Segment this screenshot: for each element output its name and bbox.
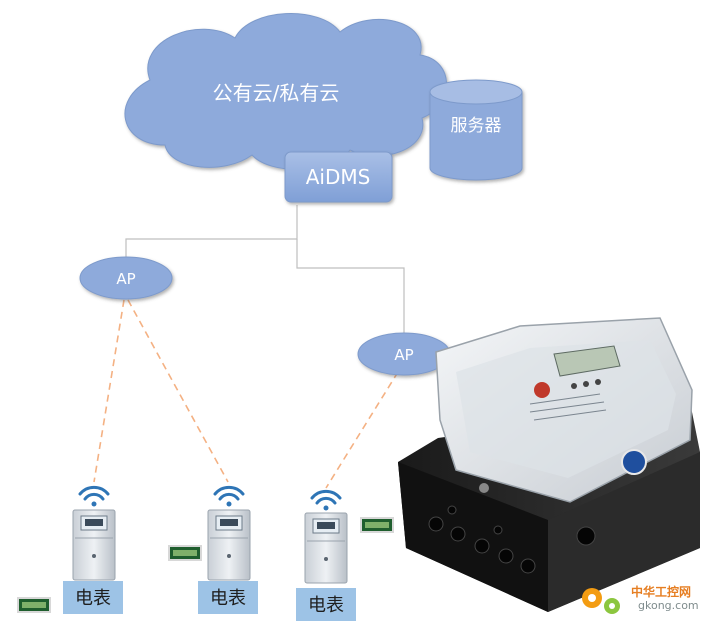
watermark-text-cn: 中华工控网 bbox=[631, 584, 691, 599]
module-chip-icon bbox=[168, 545, 202, 561]
wifi-icon bbox=[213, 485, 245, 507]
meter-2-label: 电表 bbox=[210, 588, 246, 609]
gateway-label: AiDMS bbox=[306, 165, 371, 189]
server-cylinder-body bbox=[429, 91, 523, 181]
cloud-shape bbox=[124, 13, 447, 170]
link-gateway-ap1 bbox=[125, 205, 298, 260]
meter-3-label-bg bbox=[296, 588, 356, 621]
meter-cabinet-icon bbox=[207, 509, 251, 581]
wireless-link-ap1-meter1 bbox=[93, 299, 125, 483]
module-chip-icon bbox=[360, 517, 394, 533]
server-cylinder-top bbox=[429, 79, 523, 105]
wifi-icon bbox=[310, 489, 342, 511]
wireless-link-ap2-meter3 bbox=[325, 371, 399, 489]
server-node: 服务器 bbox=[429, 79, 523, 181]
link-gateway-ap2 bbox=[296, 239, 405, 334]
gateway-box bbox=[284, 151, 393, 203]
watermark-text-url: gkong.com bbox=[638, 599, 699, 612]
meter-3: 电表 bbox=[296, 489, 356, 621]
module-chip-icon bbox=[17, 597, 51, 613]
wired-links bbox=[125, 205, 405, 334]
ap-1-ellipse bbox=[79, 256, 173, 300]
meter-cabinet-icon bbox=[72, 509, 116, 581]
access-point-1: AP bbox=[79, 256, 173, 300]
meter-1: 电表 bbox=[63, 485, 123, 614]
wireless-link-ap1-meter2 bbox=[127, 299, 229, 483]
meter-display bbox=[553, 345, 621, 377]
wireless-links bbox=[93, 299, 399, 489]
gear-icon bbox=[582, 588, 620, 614]
meter-2: 电表 bbox=[198, 485, 258, 614]
cloud-node: 公有云/私有云 bbox=[124, 13, 447, 170]
cloud-label: 公有云/私有云 bbox=[213, 81, 340, 105]
ap-1-label: AP bbox=[116, 270, 135, 288]
meter-1-label: 电表 bbox=[75, 588, 111, 609]
meter-2-label-bg bbox=[198, 581, 258, 614]
gateway-node: AiDMS bbox=[284, 151, 393, 203]
meter-1-label-bg bbox=[63, 581, 123, 614]
wifi-icon bbox=[78, 485, 110, 507]
meter-cabinet-icon bbox=[304, 512, 348, 584]
watermark-logo: 中华工控网 gkong.com bbox=[582, 584, 699, 614]
ap-2-label: AP bbox=[394, 346, 413, 364]
electric-meter-photo bbox=[398, 317, 700, 612]
server-label: 服务器 bbox=[451, 116, 502, 136]
meter-3-label: 电表 bbox=[308, 595, 344, 616]
